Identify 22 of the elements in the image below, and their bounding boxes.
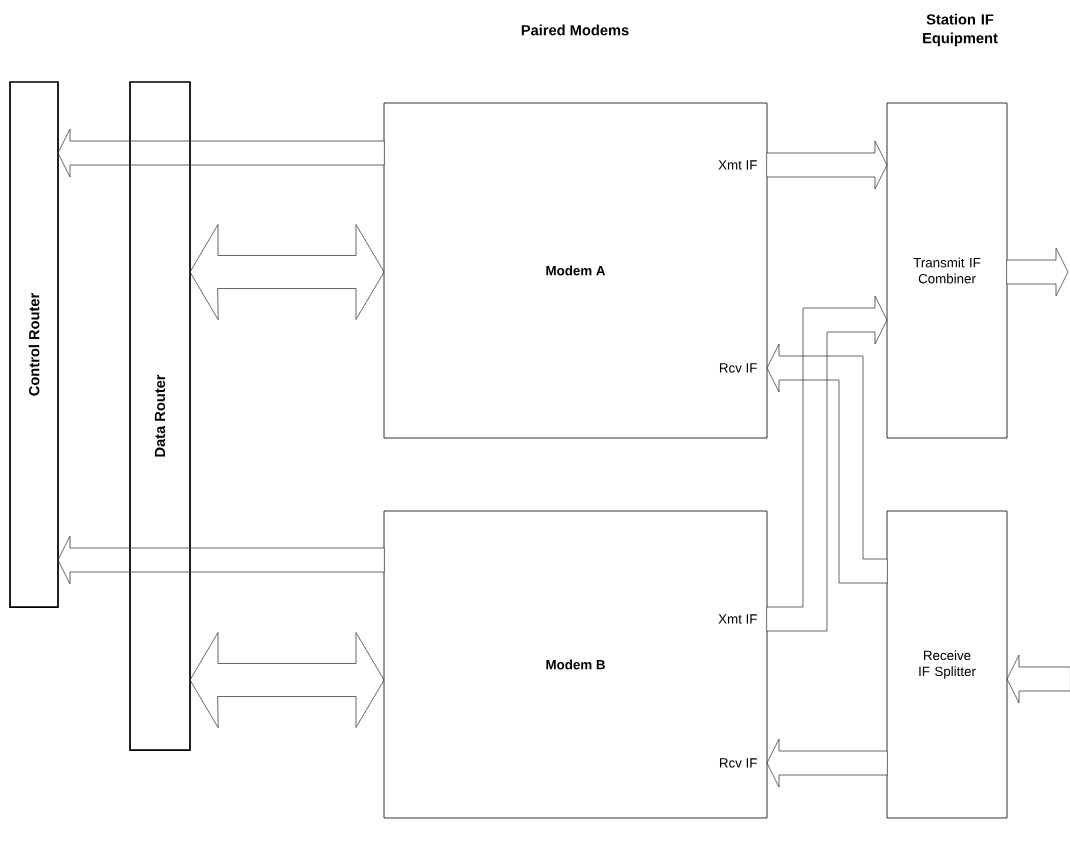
block-arrow <box>189 224 385 320</box>
block-arrow <box>1006 654 1070 704</box>
block-arrow <box>57 535 385 585</box>
column-heading: Paired Modems <box>521 24 629 36</box>
port-label: Xmt IF <box>718 160 757 170</box>
block-arrow <box>189 632 385 728</box>
block-arrow <box>57 128 385 178</box>
port-label: Rcv IF <box>720 758 757 768</box>
port-label: Xmt IF <box>718 614 757 624</box>
modem-box: Modem B Xmt IF Rcv IF <box>383 510 768 819</box>
block-arrow <box>766 295 888 632</box>
block-arrow <box>766 140 888 190</box>
equipment-box: Transmit IF Combiner <box>886 102 1008 439</box>
router-box: Control Router <box>9 81 59 608</box>
column-heading: Station IF Equipment <box>923 13 998 47</box>
port-label: Rcv IF <box>720 363 757 373</box>
router-box: Data Router <box>129 81 191 751</box>
block-arrow <box>1006 247 1069 297</box>
block-arrow <box>766 343 888 584</box>
block-arrow <box>766 738 888 788</box>
modem-box: Modem A Xmt IF Rcv IF <box>383 102 768 439</box>
equipment-box: Receive IF Splitter <box>886 510 1008 819</box>
